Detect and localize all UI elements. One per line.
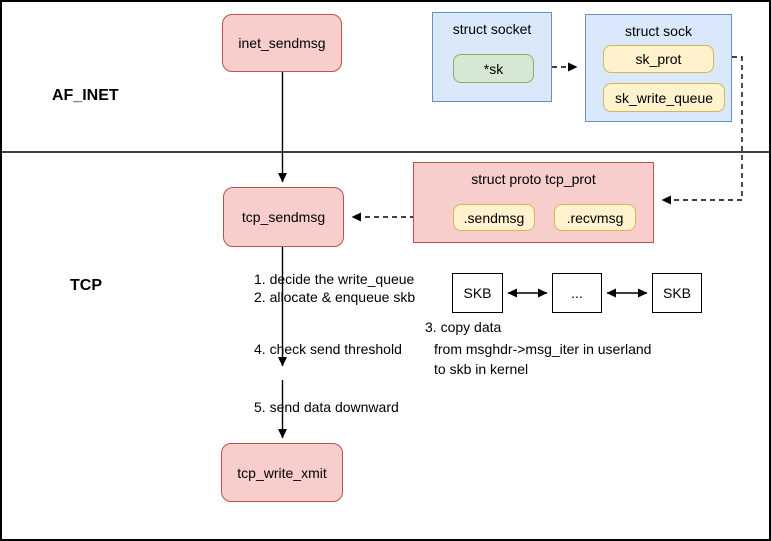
node-skb-middle: ... bbox=[552, 273, 602, 313]
lane-label-af-inet: AF_INET bbox=[52, 87, 119, 104]
field-sk: *sk bbox=[453, 54, 534, 83]
field-sk-prot: sk_prot bbox=[603, 45, 714, 73]
annotation-step-3-to: to skb in kernel bbox=[434, 361, 529, 377]
node-skb-last: SKB bbox=[652, 273, 702, 313]
annotation-step-3: 3. copy data bbox=[425, 319, 502, 335]
tcp-prot-title: struct proto tcp_prot bbox=[471, 171, 596, 187]
annotation-step-1: 1. decide the write_queue bbox=[254, 271, 415, 287]
node-struct-socket: struct socket *sk bbox=[432, 12, 552, 102]
node-inet-sendmsg: inet_sendmsg bbox=[222, 14, 342, 72]
annotation-step-4: 4. check send threshold bbox=[254, 341, 402, 357]
lane-label-tcp: TCP bbox=[70, 277, 102, 294]
field-sk-write-queue: sk_write_queue bbox=[603, 83, 725, 112]
struct-socket-title: struct socket bbox=[452, 21, 532, 37]
node-tcp-write-xmit: tcp_write_xmit bbox=[221, 443, 343, 502]
field-sendmsg: .sendmsg bbox=[453, 204, 535, 231]
node-tcp-prot: struct proto tcp_prot .sendmsg .recvmsg bbox=[413, 162, 654, 243]
annotation-step-3-from: from msghdr->msg_iter in userland bbox=[434, 341, 652, 357]
node-skb-first: SKB bbox=[452, 273, 503, 313]
node-struct-sock: struct sock sk_prot sk_write_queue bbox=[585, 14, 732, 122]
field-recvmsg: .recvmsg bbox=[554, 204, 636, 231]
annotation-step-5: 5. send data downward bbox=[254, 399, 399, 415]
struct-sock-title: struct sock bbox=[625, 23, 692, 39]
node-tcp-sendmsg: tcp_sendmsg bbox=[223, 187, 344, 247]
annotation-step-2: 2. allocate & enqueue skb bbox=[254, 289, 416, 305]
